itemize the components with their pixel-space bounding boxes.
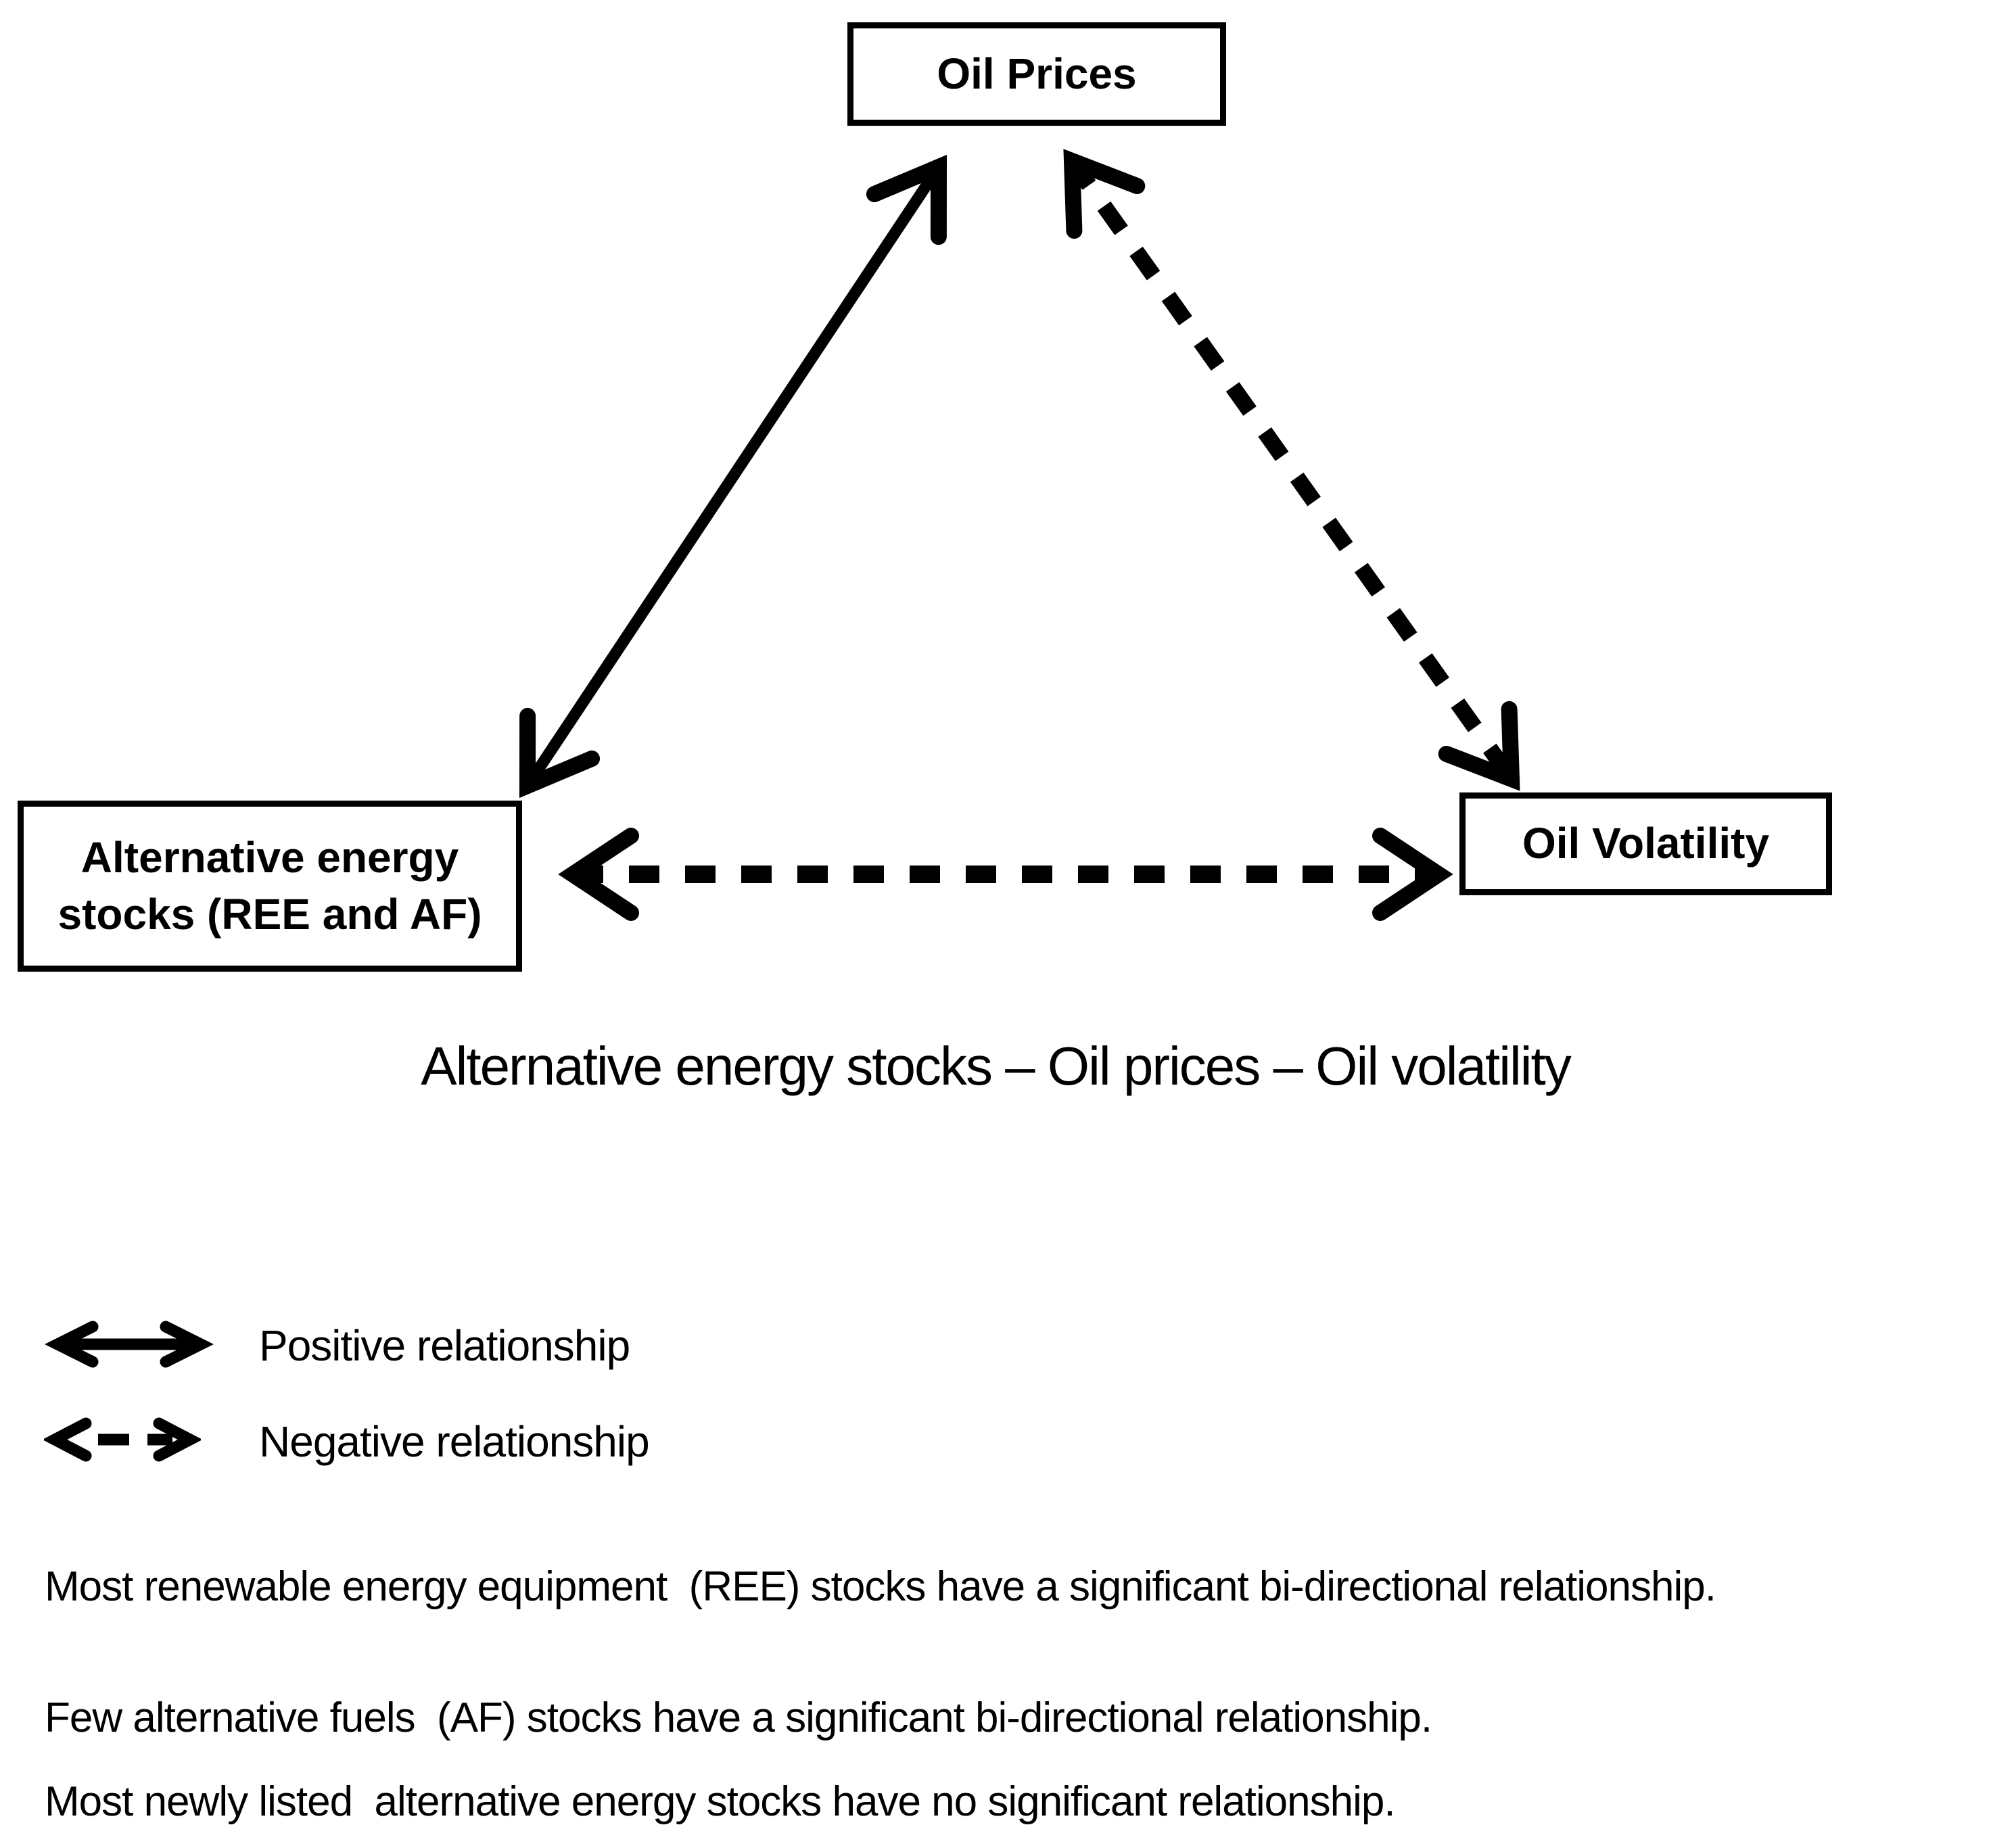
- note-newly-listed-stocks: Most newly listed alternative energy sto…: [45, 1778, 1396, 1825]
- negative-arrow-prices-volatility: [1063, 149, 1520, 791]
- note-af-stocks: Few alternative fuels (AF) stocks have a…: [45, 1695, 1432, 1741]
- node-alt-energy-label-line1: Alternative energy: [80, 833, 459, 882]
- figure-caption: Alternative energy stocks – Oil prices –…: [421, 1036, 1572, 1096]
- legend-negative-label: Negative relationship: [259, 1417, 650, 1466]
- node-oil-prices-label: Oil Prices: [937, 49, 1137, 98]
- node-oil-volatility-label: Oil Volatility: [1522, 819, 1770, 868]
- legend-dashed-arrow-icon: [44, 1417, 201, 1462]
- node-oil-volatility: Oil Volatility: [1459, 792, 1832, 895]
- legend-solid-arrow-icon: [44, 1321, 214, 1368]
- note-ree-stocks: Most renewable energy equipment (REE) st…: [45, 1563, 1716, 1610]
- node-alternative-energy-stocks: Alternative energy stocks (REE and AF): [18, 801, 522, 972]
- node-oil-prices: Oil Prices: [847, 22, 1226, 126]
- node-alt-energy-label-line2: stocks (REE and AF): [57, 889, 482, 939]
- legend-positive-label: Positive relationship: [259, 1321, 630, 1370]
- positive-arrow-stocks-prices: [519, 154, 947, 799]
